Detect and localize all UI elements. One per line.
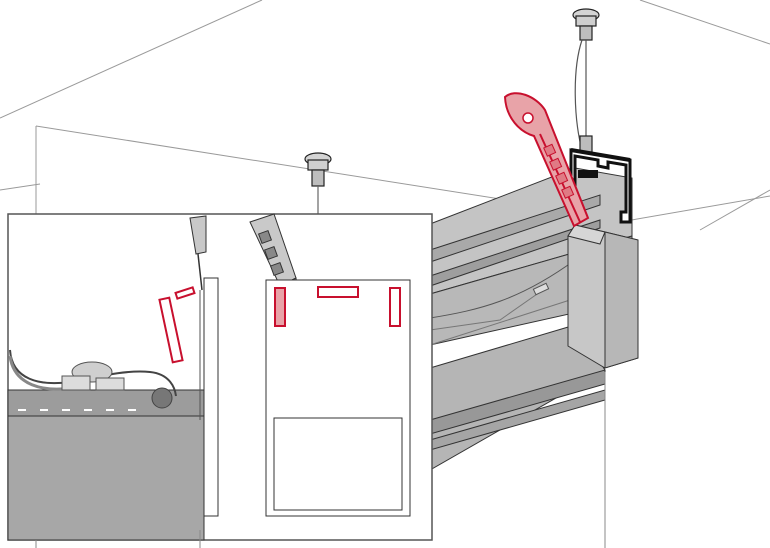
cut-mark-left-1 [158,296,184,364]
housing-end-cap [567,224,639,369]
cut-mark-top [317,286,359,298]
detail-inset-panel [7,213,433,541]
ceiling-mount-left [304,152,332,214]
ceiling-plane [0,0,770,231]
cut-mark-side-right [389,287,401,327]
cut-mark-left-2 [174,286,196,300]
cut-mark-side-left [274,287,286,327]
ceiling-mount-right [572,8,600,153]
utility-knife [503,92,590,228]
